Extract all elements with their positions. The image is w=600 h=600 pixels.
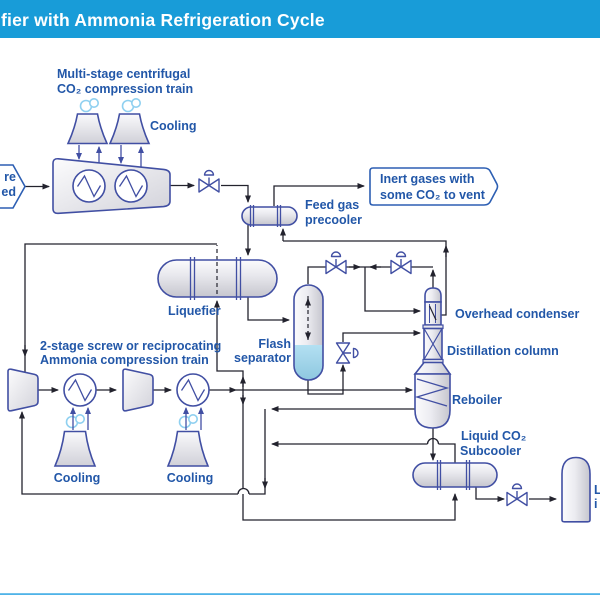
compressor-casing	[52, 157, 171, 215]
storage-tank: L i	[561, 456, 600, 523]
flash-label: Flash	[258, 337, 291, 351]
flow-line	[364, 267, 421, 314]
co2-train-label: Multi-stage centrifugal	[57, 67, 190, 81]
diagram-labels: Multi-stage centrifugal CO₂ compression …	[40, 67, 579, 485]
nh3-train-label: 2-stage screw or reciprocating	[40, 339, 221, 353]
flow-line	[307, 266, 326, 284]
inert-text: Inert gases with	[380, 172, 474, 186]
flow-line	[242, 390, 458, 521]
vent-line	[273, 183, 365, 206]
flash-label: separator	[234, 351, 291, 365]
callout-shape	[0, 164, 26, 209]
cooling-label: Cooling	[167, 471, 214, 485]
flash-separator	[293, 284, 324, 381]
distillation-column	[413, 287, 452, 429]
storage-text: L	[594, 483, 600, 497]
column-cone	[413, 361, 452, 375]
nh3-cooling-towers	[53, 407, 210, 467]
valve-icon	[325, 251, 347, 275]
zigzag	[76, 174, 102, 198]
co2-cooling-towers	[66, 98, 151, 167]
cooling-tower-icon	[53, 430, 97, 467]
vessel-ring	[249, 205, 282, 227]
steam-cloud-icon	[65, 413, 199, 429]
co2-compressor	[52, 157, 171, 215]
zigzag	[67, 378, 93, 402]
cooling-tower-icon	[166, 430, 210, 467]
feed-callout: re ed	[0, 164, 26, 209]
distillation-column-label: Distillation column	[447, 344, 559, 358]
title-bar-background	[0, 0, 600, 38]
steam-cloud-icon	[79, 98, 142, 113]
cooling-label: Cooling	[54, 471, 101, 485]
compressor-icon	[122, 368, 154, 412]
callout-shape	[369, 167, 499, 206]
reboiler-coil	[414, 378, 450, 407]
zigzag	[118, 174, 144, 198]
valves	[198, 169, 528, 507]
condenser-coil	[428, 305, 437, 321]
liquefier-vessel	[157, 257, 278, 300]
precooler-label: Feed gas	[305, 198, 359, 212]
title-bar: fier with Ammonia Refrigeration Cycle	[0, 0, 600, 38]
column-dome	[424, 287, 442, 303]
nh3-train-label: Ammonia compression train	[40, 353, 209, 367]
flow-line	[247, 297, 290, 323]
line-hop	[237, 487, 250, 495]
flow-line	[221, 184, 251, 203]
vessel-ring	[436, 460, 471, 490]
valve-icon	[390, 251, 412, 275]
feed-callout-text: re	[4, 170, 16, 184]
flow-line	[249, 409, 266, 495]
co2-train-label: CO₂ compression train	[57, 82, 193, 96]
valve-icon	[198, 169, 220, 193]
subcooler-label: Liquid CO₂	[461, 429, 526, 443]
cooling-tower-icon	[108, 113, 151, 145]
inert-text: some CO₂ to vent	[380, 188, 486, 202]
flow-line	[342, 330, 421, 342]
packing-cross	[423, 328, 443, 360]
subcooler-label: Subcooler	[460, 444, 521, 458]
overhead-condenser-label: Overhead condenser	[455, 307, 579, 321]
liquefier-label: Liquefier	[168, 304, 221, 318]
compressor-icon	[7, 368, 39, 412]
ammonia-train	[7, 368, 210, 412]
storage-text: i	[594, 497, 597, 511]
precooler-label: precooler	[305, 213, 362, 227]
valve-icon	[506, 483, 528, 507]
flow-line	[19, 411, 238, 495]
inert-gases-callout: Inert gases with some CO₂ to vent	[369, 167, 499, 206]
vent-line	[283, 240, 447, 316]
feed-gas-precooler	[241, 205, 298, 227]
suction-header-line	[24, 243, 217, 374]
flow-line	[475, 487, 505, 502]
zigzag	[180, 378, 206, 402]
vessel-body	[561, 456, 591, 523]
vessel-body	[412, 462, 498, 488]
feed-callout-text: ed	[1, 185, 16, 199]
vessel-outline	[293, 284, 324, 381]
page-title: fier with Ammonia Refrigeration Cycle	[1, 10, 325, 30]
valve-icon	[335, 342, 359, 364]
liquid-level	[294, 345, 323, 380]
vessel-body	[241, 206, 298, 226]
vessel-ring	[189, 257, 242, 300]
cooling-label: Cooling	[150, 119, 197, 133]
reboiler-label: Reboiler	[452, 393, 502, 407]
flow-line	[438, 443, 456, 463]
liquid-co2-subcooler	[412, 460, 498, 490]
footer-rule	[0, 593, 600, 595]
cooling-tower-icon	[66, 113, 109, 145]
flow-line	[307, 364, 346, 395]
